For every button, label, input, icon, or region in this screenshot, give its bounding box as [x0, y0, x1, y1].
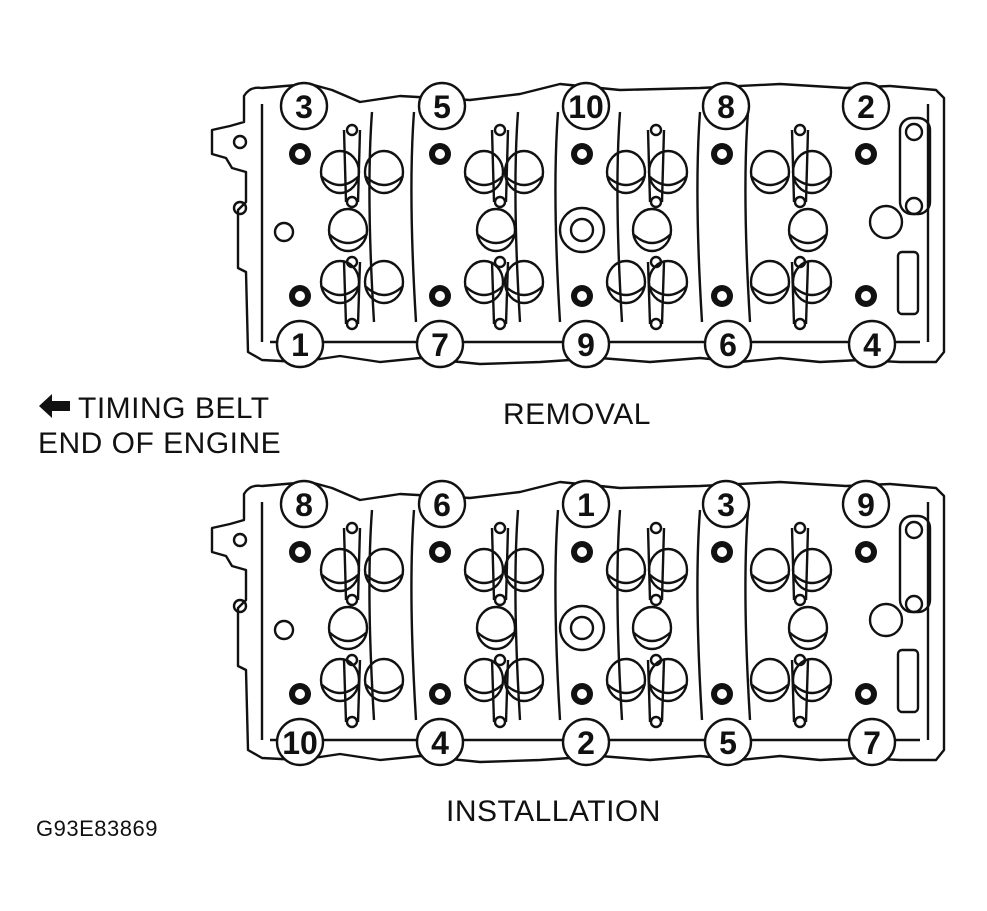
cylinder-head-installation: 8 6 1 3 9 10 4 2 5 7 — [210, 479, 946, 767]
sequence-number: 10 — [282, 725, 318, 761]
sequence-circle — [703, 319, 753, 369]
sequence-number: 9 — [577, 327, 595, 363]
sequence-number: 9 — [857, 487, 875, 523]
installation-caption: INSTALLATION — [446, 795, 661, 828]
timing-belt-note: TIMING BELT END OF ENGINE — [38, 392, 281, 461]
head-outline — [210, 480, 946, 764]
sequence-number: 7 — [431, 327, 449, 363]
sequence-circle — [841, 81, 891, 131]
note-line-1: TIMING BELT — [78, 392, 270, 425]
left-arrow-icon — [38, 393, 72, 427]
sequence-number: 2 — [577, 725, 595, 761]
sequence-circle — [701, 81, 751, 131]
sequence-number: 6 — [433, 487, 451, 523]
head-bolts — [289, 541, 877, 705]
note-line-2: END OF ENGINE — [38, 427, 282, 461]
sequence-number: 4 — [431, 725, 449, 761]
sequence-circle — [703, 717, 753, 767]
sequence-circle — [279, 81, 329, 131]
sequence-number: 10 — [568, 89, 604, 125]
sequence-circle — [561, 717, 611, 767]
sequence-circle — [415, 319, 465, 369]
sequence-circle — [701, 479, 751, 529]
sequence-circle — [275, 319, 325, 369]
removal-caption: REMOVAL — [503, 398, 651, 431]
sequence-number: 5 — [719, 725, 737, 761]
sequence-number: 7 — [863, 725, 881, 761]
sequence-number: 4 — [863, 327, 881, 363]
sequence-number: 2 — [857, 89, 875, 125]
sequence-circle — [847, 717, 897, 767]
sequence-circle — [275, 717, 325, 767]
sequence-circle — [417, 81, 467, 131]
head-outline — [210, 82, 946, 366]
sequence-circle — [847, 319, 897, 369]
cylinder-head-removal: 3 5 10 8 2 1 7 9 6 4 — [210, 81, 946, 369]
sequence-circle — [279, 479, 329, 529]
sequence-number: 1 — [577, 487, 595, 523]
sequence-circle — [561, 81, 611, 131]
sequence-number: 8 — [295, 487, 313, 523]
sequence-circle — [561, 319, 611, 369]
sequence-circle — [561, 479, 611, 529]
figure-code: G93E83869 — [36, 816, 158, 841]
sequence-number: 5 — [433, 89, 451, 125]
head-bolts — [289, 143, 877, 307]
sequence-circle — [415, 717, 465, 767]
sequence-number: 3 — [295, 89, 313, 125]
sequence-number: 1 — [291, 327, 309, 363]
sequence-circle — [417, 479, 467, 529]
sequence-circle — [841, 479, 891, 529]
sequence-number: 6 — [719, 327, 737, 363]
sequence-number: 3 — [717, 487, 735, 523]
sequence-number: 8 — [717, 89, 735, 125]
